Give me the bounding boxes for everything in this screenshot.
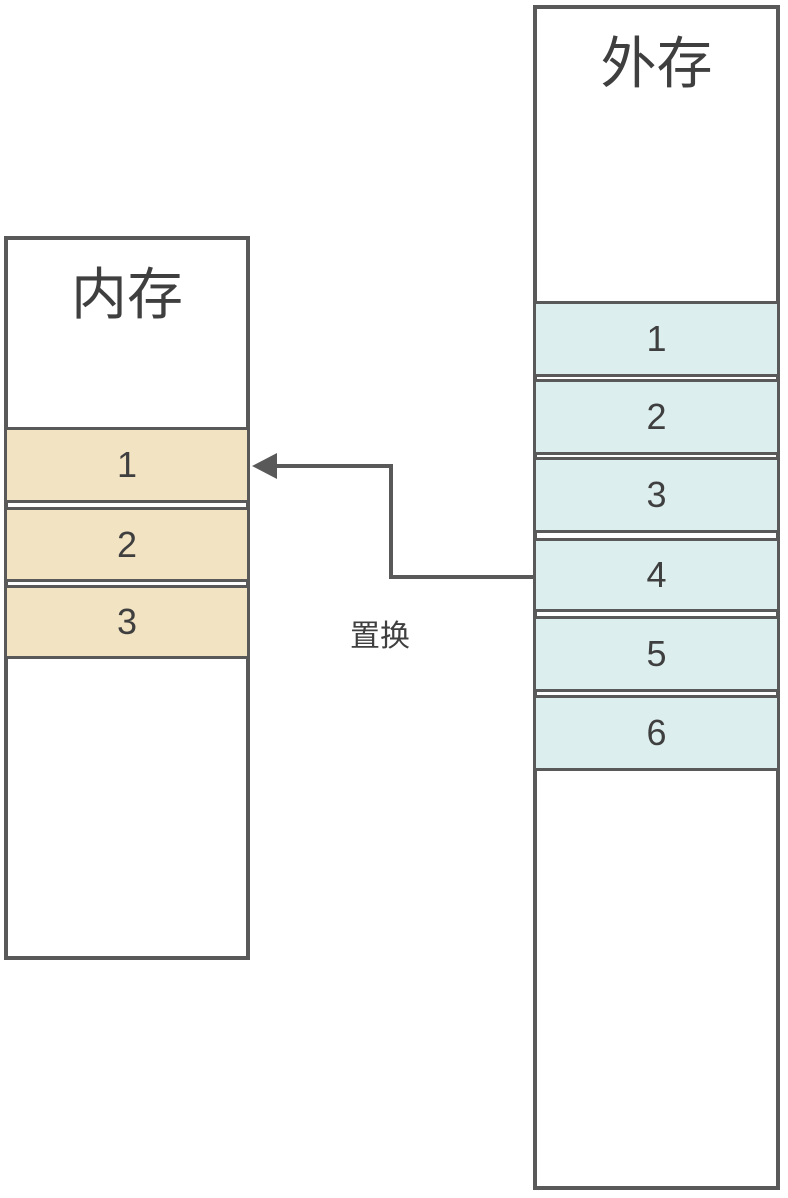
external-storage-title: 外存 [600,32,713,95]
external-block-2: 2 [533,379,780,455]
external-block-5: 5 [533,616,780,692]
swap-arrow-line [272,464,536,579]
memory-block-1: 1 [4,427,250,503]
memory-box: 内存 1 2 3 [4,236,250,960]
memory-title: 内存 [71,263,183,326]
swap-arrowhead-icon [252,453,277,479]
external-storage-box: 外存 1 2 3 4 5 6 [533,5,780,1190]
memory-block-3: 3 [4,585,250,659]
memory-block-2: 2 [4,507,250,582]
external-block-3: 3 [533,457,780,533]
external-block-1: 1 [533,301,780,377]
swap-label: 置换 [350,620,410,653]
external-block-6: 6 [533,695,780,771]
external-block-4: 4 [533,538,780,612]
